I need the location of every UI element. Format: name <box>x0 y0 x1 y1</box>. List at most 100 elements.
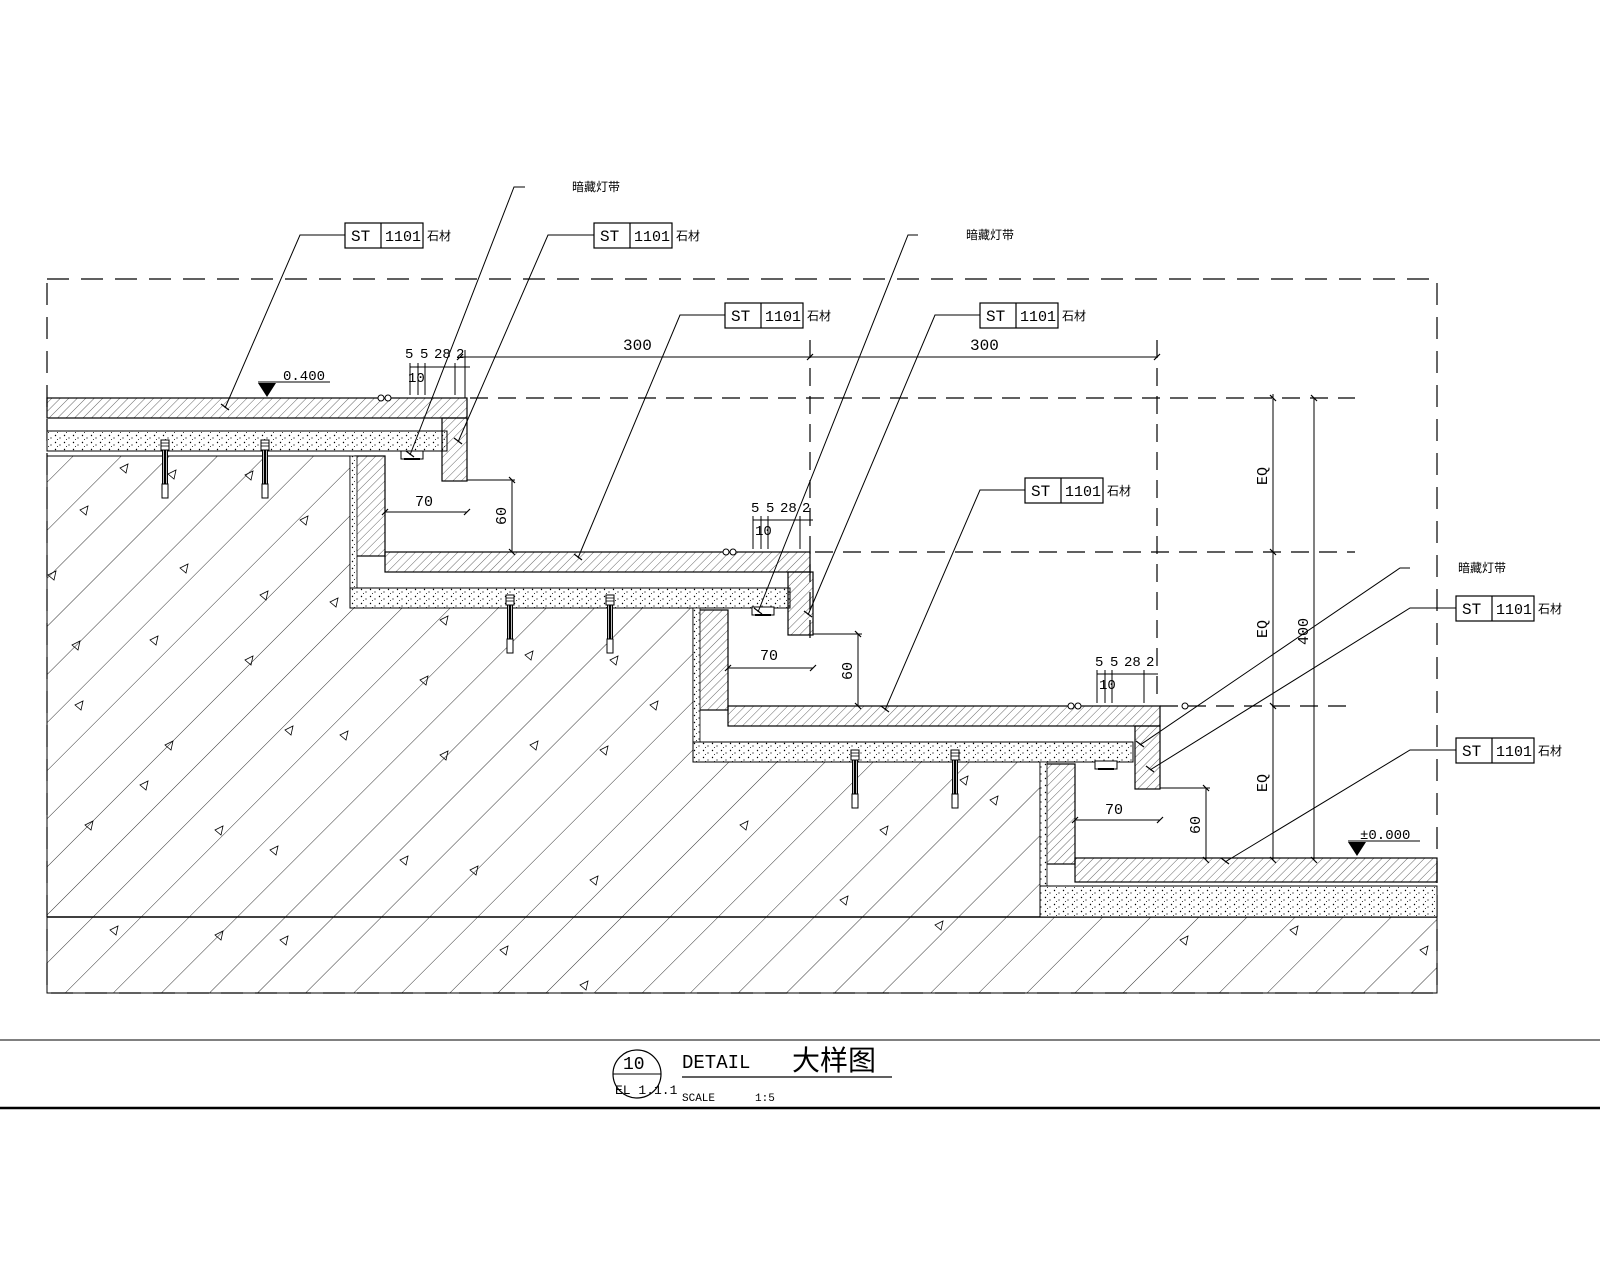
material-number: 1101 <box>765 309 801 326</box>
dim-riser-offset: 70 <box>760 648 778 665</box>
sealant-joints <box>377 394 1189 710</box>
dimensions <box>381 350 1318 864</box>
detail-reference: EL 1.1.1 <box>615 1083 678 1098</box>
dim-edge: 28 <box>1124 655 1141 671</box>
dimension-labels: 300 300 5 5 28 2 10 5 5 28 2 10 5 5 28 2… <box>405 337 1313 834</box>
material-tag: ST 1101 石材 <box>1024 477 1131 504</box>
material-code: ST <box>1031 483 1050 501</box>
dim-tread-depth-1: 300 <box>623 337 652 355</box>
dim-riser-height: 60 <box>1188 816 1205 834</box>
dim-edge: 2 <box>1146 655 1154 671</box>
dim-edge: 28 <box>780 501 797 517</box>
base-slab <box>46 916 1438 994</box>
material-name: 石材 <box>1538 602 1562 616</box>
anchor-bolt-icon <box>159 438 171 500</box>
material-name: 石材 <box>1062 309 1086 323</box>
dim-tread-depth-2: 300 <box>970 337 999 355</box>
material-name: 石材 <box>1107 484 1131 498</box>
stone-nosing <box>441 417 468 482</box>
anchor-bolt-icon <box>849 748 861 810</box>
material-number: 1101 <box>1496 602 1532 619</box>
stone-riser <box>1044 763 1076 865</box>
stone-riser <box>697 609 729 711</box>
mortar-bed <box>46 430 448 452</box>
dim-edge: 5 <box>751 501 759 517</box>
riser-mortar <box>692 607 701 763</box>
riser-mortar <box>349 455 358 609</box>
dim-edge: 5 <box>1110 655 1118 671</box>
material-name: 石材 <box>676 229 700 243</box>
material-tag: ST 1101 石材 <box>979 302 1086 329</box>
step-1 <box>46 397 468 609</box>
material-number: 1101 <box>1496 744 1532 761</box>
scale-label: SCALE <box>682 1093 715 1105</box>
dim-riser-height: 60 <box>494 507 511 525</box>
mortar-bed <box>349 587 791 609</box>
light-strip-note: 暗藏灯带 <box>1458 560 1506 575</box>
dim-equal: EQ <box>1255 467 1272 485</box>
scale-value: 1:5 <box>755 1093 775 1105</box>
dim-riser-offset: 70 <box>1105 802 1123 819</box>
concrete-aggregate <box>47 463 1429 991</box>
floor-mortar <box>1039 885 1438 918</box>
material-number: 1101 <box>385 229 421 246</box>
material-number: 1101 <box>1020 309 1056 326</box>
material-code: ST <box>731 308 750 326</box>
material-code: ST <box>351 228 370 246</box>
leader-ticks <box>220 403 1230 865</box>
dim-edge: 5 <box>405 347 413 363</box>
dim-edge: 2 <box>456 347 464 363</box>
material-tag: ST 1101 石材 <box>1455 595 1562 622</box>
light-strip-note: 暗藏灯带 <box>966 227 1014 242</box>
material-code: ST <box>986 308 1005 326</box>
stone-riser <box>354 455 386 557</box>
detail-title-cn: 大样图 <box>792 1044 876 1077</box>
material-name: 石材 <box>807 309 831 323</box>
anchor-bolt-icon <box>504 593 516 655</box>
stone-nosing <box>787 571 814 636</box>
material-tag: ST 1101 石材 <box>724 302 831 329</box>
stone-nosing <box>1134 725 1161 790</box>
material-code: ST <box>1462 601 1481 619</box>
detail-label: DETAIL <box>682 1052 750 1074</box>
step-3 <box>692 705 1161 918</box>
dim-equal: EQ <box>1255 620 1272 638</box>
material-tag: ST 1101 石材 <box>593 222 700 249</box>
elevation-marker-bottom: ±0.000 <box>1348 828 1420 856</box>
dim-edge: 10 <box>755 524 772 540</box>
elevation-bottom-label: ±0.000 <box>1360 828 1410 844</box>
anchor-bolt-icon <box>259 438 271 500</box>
material-code: ST <box>600 228 619 246</box>
material-tag: ST 1101 石材 <box>1455 737 1562 764</box>
material-code: ST <box>1462 743 1481 761</box>
dim-edge: 5 <box>1095 655 1103 671</box>
stone-floor <box>1074 857 1438 883</box>
material-tag: ST 1101 石材 <box>344 222 451 249</box>
title-block: 10 EL 1.1.1 DETAIL 大样图 SCALE 1:5 <box>0 1039 1600 1110</box>
dim-edge: 5 <box>766 501 774 517</box>
dim-edge: 2 <box>802 501 810 517</box>
material-number: 1101 <box>634 229 670 246</box>
elevation-marker-top: 0.400 <box>258 369 330 397</box>
dim-total-height: 400 <box>1296 618 1313 645</box>
material-name: 石材 <box>1538 744 1562 758</box>
mortar-bed <box>692 741 1134 763</box>
light-strip-icon <box>751 606 775 616</box>
dim-edge: 10 <box>1099 678 1116 694</box>
dim-riser-offset: 70 <box>415 494 433 511</box>
step-2 <box>349 551 814 763</box>
light-strip-icon <box>1094 760 1118 770</box>
elevation-top-label: 0.400 <box>283 369 325 385</box>
dim-edge: 5 <box>420 347 428 363</box>
stone-tread <box>46 397 468 419</box>
concrete-mass <box>46 455 1041 918</box>
material-name: 石材 <box>427 229 451 243</box>
dim-equal: EQ <box>1255 774 1272 792</box>
anchor-bolt-icon <box>604 593 616 655</box>
anchor-bolt-icon <box>949 748 961 810</box>
stone-tread <box>727 705 1161 727</box>
stone-tread <box>384 551 811 573</box>
dim-edge: 10 <box>408 371 425 387</box>
material-number: 1101 <box>1065 484 1101 501</box>
